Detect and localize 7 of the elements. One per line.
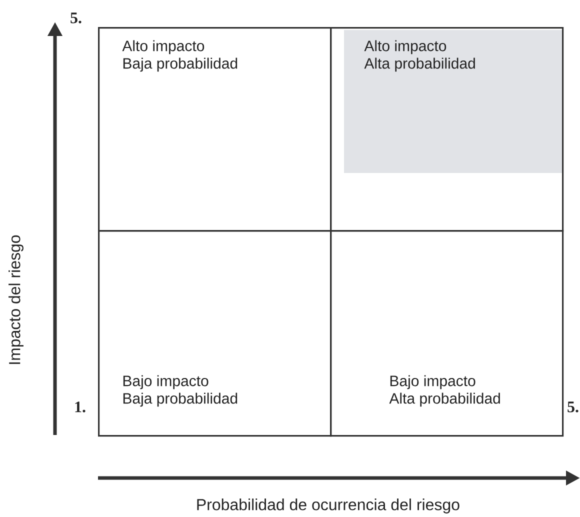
axis-title: Impacto del riesgo: [8, 235, 24, 364]
quadrant-box: Alto impacto Baja probabilidad: [98, 27, 332, 232]
axis-title: Probabilidad de ocurrencia del riesgo: [197, 498, 460, 514]
quadrant-box: Bajo impacto Baja probabilidad: [98, 230, 332, 437]
quadrant-box: Alto impacto Alta probabilidad: [330, 27, 564, 232]
quadrant-box: Bajo impacto Alta probabilidad: [330, 230, 564, 437]
axis-value: 5.: [70, 12, 82, 24]
